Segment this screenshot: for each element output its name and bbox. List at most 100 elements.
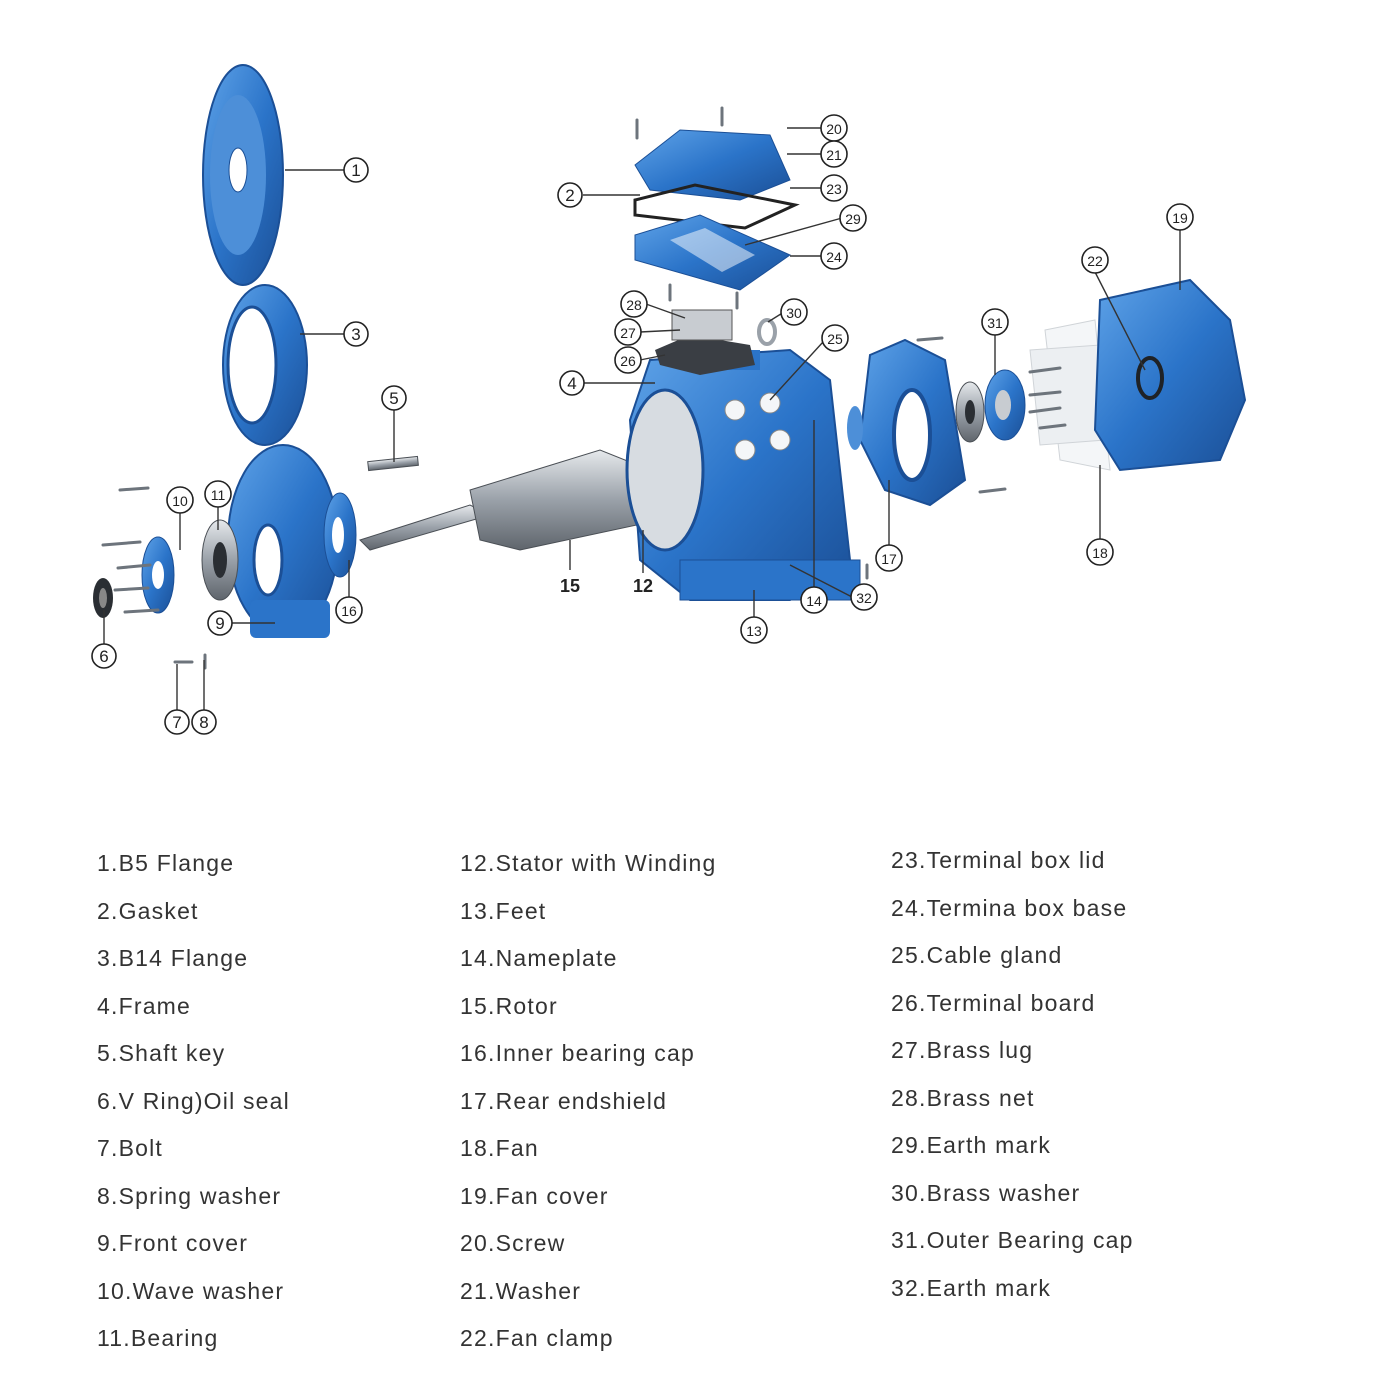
svg-text:29: 29 <box>845 211 861 227</box>
callout-1: 1 <box>343 157 369 183</box>
svg-text:13: 13 <box>746 623 762 639</box>
svg-text:7: 7 <box>172 713 181 732</box>
callout-24: 24 <box>820 242 848 270</box>
callout-5: 5 <box>381 385 407 411</box>
svg-text:30: 30 <box>786 305 802 321</box>
bearing-part <box>201 519 239 601</box>
rear-bearing-part <box>955 381 985 443</box>
svg-text:18: 18 <box>1092 545 1108 561</box>
callout-7: 7 <box>164 709 190 735</box>
leader-lines <box>103 127 1181 710</box>
callout-11: 11 <box>204 480 232 508</box>
callout-21: 21 <box>820 140 848 168</box>
legend-item: 23.Terminal box lid <box>891 847 1106 873</box>
svg-text:2: 2 <box>565 186 574 205</box>
callout-17: 17 <box>875 544 903 572</box>
legend-item: 1.B5 Flange <box>97 850 235 876</box>
legend-item: 19.Fan cover <box>460 1182 609 1209</box>
svg-text:22: 22 <box>1087 253 1103 269</box>
legend-item: 16.Inner bearing cap <box>460 1040 695 1066</box>
legend-item: 4.Frame <box>97 992 192 1019</box>
legend-item: 24.Termina box base <box>891 894 1128 921</box>
svg-text:6: 6 <box>99 647 108 666</box>
svg-text:28: 28 <box>626 297 642 313</box>
callouts: 1 2 3 4 5 6 7 8 9 10 11 16 13 14 17 18 1… <box>91 114 1194 735</box>
terminal-box-lid-part <box>634 129 791 201</box>
svg-text:8: 8 <box>199 713 208 732</box>
svg-text:1: 1 <box>351 161 360 180</box>
callout-6: 6 <box>91 643 117 669</box>
legend-item: 26.Terminal board <box>891 989 1096 1016</box>
outer-bearing-cap-part <box>984 369 1026 441</box>
svg-text:26: 26 <box>620 353 636 369</box>
callout-13: 13 <box>740 616 768 644</box>
label-15: 15 <box>560 576 580 596</box>
legend-item: 30.Brass washer <box>891 1179 1081 1206</box>
legend-item: 14.Nameplate <box>460 945 618 971</box>
oil-seal-part <box>93 578 113 618</box>
svg-text:9: 9 <box>215 614 224 633</box>
callout-22: 22 <box>1081 246 1109 274</box>
inner-bearing-cap-part <box>323 492 357 578</box>
callout-2: 2 <box>557 182 583 208</box>
gasket-part <box>633 183 800 230</box>
legend-item: 5.Shaft key <box>97 1040 226 1066</box>
shaft-key-part <box>367 455 419 472</box>
front-cover-part <box>227 444 339 638</box>
svg-text:14: 14 <box>806 593 822 609</box>
callout-8: 8 <box>191 709 217 735</box>
exploded-motor-diagram: 1 2 3 4 5 6 7 8 9 10 11 16 13 14 17 18 1… <box>91 64 1247 735</box>
terminal-board-part <box>655 309 755 375</box>
b14-flange-part <box>222 284 308 446</box>
legend-item: 25.Cable gland <box>891 942 1063 968</box>
legend-item: 15.Rotor <box>460 992 558 1019</box>
svg-text:3: 3 <box>351 325 360 344</box>
legend-item: 18.Fan <box>460 1135 539 1161</box>
callout-23: 23 <box>820 174 848 202</box>
cable-gland-part <box>724 392 791 461</box>
legend-item: 13.Feet <box>460 897 547 924</box>
callout-18: 18 <box>1086 538 1114 566</box>
legend-item: 9.Front cover <box>97 1230 249 1256</box>
svg-text:32: 32 <box>856 590 872 606</box>
outer-bearing-cap-front-part <box>141 536 175 614</box>
legend-item: 6.V Ring)Oil seal <box>97 1087 290 1114</box>
callout-16: 16 <box>335 596 363 624</box>
svg-text:27: 27 <box>620 325 636 341</box>
rear-endshield-part <box>847 338 967 507</box>
frame-part <box>625 348 861 601</box>
legend-item: 10.Wave washer <box>97 1277 285 1304</box>
fan-cover-part <box>1093 278 1247 472</box>
legend-item: 7.Bolt <box>97 1135 164 1161</box>
legend-item: 8.Spring washer <box>97 1182 282 1209</box>
legend-item: 20.Screw <box>460 1230 566 1256</box>
callout-14: 14 <box>800 586 828 614</box>
callout-26: 26 <box>614 346 642 374</box>
callout-3: 3 <box>343 321 369 347</box>
svg-text:24: 24 <box>826 249 842 265</box>
legend-item: 11.Bearing <box>97 1325 219 1351</box>
svg-text:17: 17 <box>881 551 897 567</box>
label-12: 12 <box>633 576 653 596</box>
callout-9: 9 <box>207 610 233 636</box>
legend-item: 3.B14 Flange <box>97 945 249 971</box>
callout-30: 30 <box>780 298 808 326</box>
callout-10: 10 <box>166 486 194 514</box>
terminal-box-base-part <box>634 214 792 291</box>
svg-text:31: 31 <box>987 315 1003 331</box>
b5-flange-part <box>202 64 284 286</box>
legend-item: 21.Washer <box>460 1277 582 1304</box>
callout-25: 25 <box>821 324 849 352</box>
legend-item: 28.Brass net <box>891 1084 1035 1111</box>
callout-4: 4 <box>559 370 585 396</box>
callout-27: 27 <box>614 318 642 346</box>
legend-item: 32.Earth mark <box>891 1274 1052 1301</box>
callout-19: 19 <box>1166 203 1194 231</box>
svg-text:23: 23 <box>826 181 842 197</box>
svg-text:5: 5 <box>389 389 398 408</box>
eye-bolt-part <box>757 318 777 346</box>
legend-item: 17.Rear endshield <box>460 1087 668 1114</box>
callout-31: 31 <box>981 308 1009 336</box>
svg-text:11: 11 <box>211 487 226 503</box>
